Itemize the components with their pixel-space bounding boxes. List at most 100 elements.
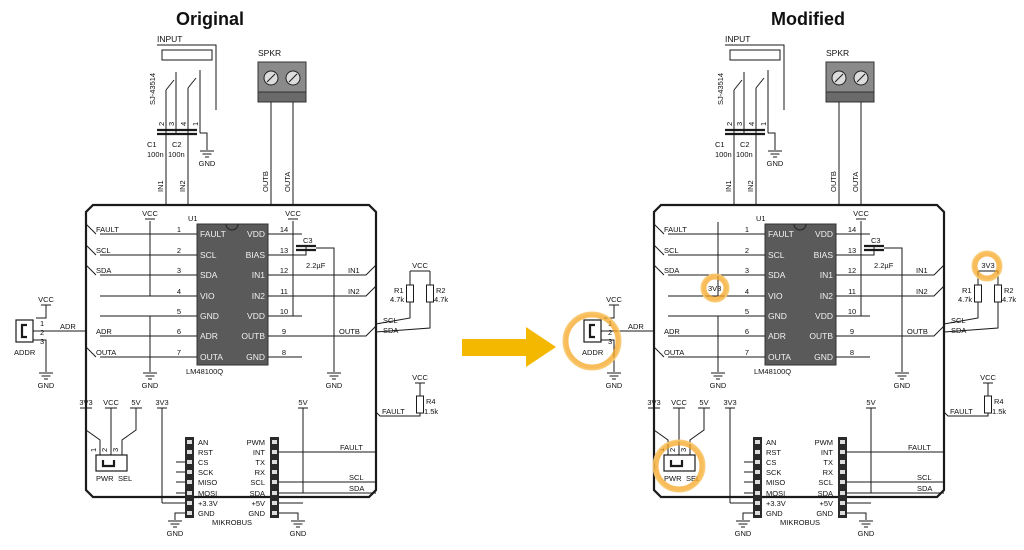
power-rail: 5V: [866, 398, 876, 409]
header-left-strip: [753, 437, 762, 518]
wire: [85, 346, 97, 358]
r1-value: 4.7k: [390, 295, 404, 304]
c2-ref: C2: [172, 140, 182, 149]
pin-number: 5: [177, 307, 181, 316]
wire: [834, 73, 844, 83]
highlight-halo: [652, 439, 706, 493]
ground-symbol: GND: [326, 372, 343, 390]
pin-number: 3: [745, 266, 749, 275]
input-label: INPUT: [725, 34, 751, 44]
header-pin: [272, 460, 277, 464]
gnd-label: GND: [767, 159, 784, 168]
pin-number: 13: [848, 246, 856, 255]
net-sda-pullup: SDA: [383, 326, 398, 335]
pin-name: IN2: [252, 291, 266, 301]
wire: [375, 302, 411, 325]
net-label-adr: ADR: [96, 327, 112, 336]
mikrobus-right-pin: PWM: [815, 438, 833, 447]
c3-value: 2.2µF: [874, 261, 894, 270]
board-outline: [84, 203, 378, 499]
chip-ref: U1: [756, 214, 766, 223]
rail-label: VCC: [38, 295, 54, 304]
wire: [292, 221, 302, 235]
pin-name: IN1: [252, 270, 266, 280]
wire: [653, 346, 665, 358]
mikrobus-left-pin: +3.3V: [198, 499, 218, 508]
pin-number: 3: [177, 266, 181, 275]
mikrobus-label: MIKROBUS: [780, 518, 820, 527]
pwr-label: PWR: [664, 474, 682, 483]
mikrobus-right-pin: RX: [255, 468, 265, 477]
transform-arrow: [462, 327, 556, 367]
mikrobus-left-pin: CS: [198, 458, 208, 467]
jumper-pin-number: 2: [668, 448, 677, 452]
pin-number: 1: [745, 225, 749, 234]
pwr-label: PWR: [96, 474, 114, 483]
mikrobus-left-pin: MOSI: [766, 489, 785, 498]
pin-number: 8: [282, 348, 286, 357]
header-pin: [187, 501, 192, 505]
pin-number: 6: [745, 327, 749, 336]
wire: [870, 264, 945, 276]
mikrobus-right-pin: GND: [248, 509, 265, 518]
c1-ref: C1: [147, 140, 157, 149]
input-pin-number: 4: [747, 122, 756, 126]
input-pin-number: 2: [725, 122, 734, 126]
pin-name: SCL: [768, 250, 785, 260]
wire: [870, 325, 945, 337]
pin-name: VDD: [815, 229, 833, 239]
highlight-halo: [971, 250, 1003, 282]
net-label-adr: ADR: [664, 327, 680, 336]
highlight-ring: [652, 439, 706, 493]
mikrobus-left-pin: RST: [198, 448, 213, 457]
net-scl-pullup: SCL: [383, 316, 398, 325]
net-outb-right: OUTB: [339, 327, 360, 336]
rail-label: 5V: [298, 398, 307, 407]
header-pin: [755, 470, 760, 474]
pin-number: 4: [177, 287, 181, 296]
pwr-rail-label: 3V3: [79, 398, 92, 407]
header-pin: [840, 450, 845, 454]
gnd-label: GND: [199, 159, 216, 168]
wire: [174, 512, 185, 520]
wire: [292, 234, 302, 317]
net-scl-mikrobus: SCL: [917, 473, 932, 482]
header-pin: [187, 440, 192, 444]
mikrobus-left-pin: +3.3V: [766, 499, 786, 508]
net-in2-right: IN2: [916, 287, 928, 296]
gnd-label: GND: [894, 381, 911, 390]
input-part-number: SJ-43514: [148, 73, 157, 105]
jumper-pin-number: 2: [100, 448, 109, 452]
mikrobus-left-pin: AN: [766, 438, 776, 447]
pin-number: 6: [177, 327, 181, 336]
chip-notch: [793, 223, 807, 231]
net-sda-pullup: SDA: [951, 326, 966, 335]
r2-value: 4.7k: [1002, 295, 1016, 304]
rail-label: VCC: [412, 373, 428, 382]
header-pin: [840, 501, 845, 505]
mikrobus-right-pin: GND: [816, 509, 833, 518]
wire: [85, 264, 97, 276]
pin-number: 14: [848, 225, 856, 234]
net-label-fault: FAULT: [96, 225, 119, 234]
modification-highlights: 3V3: [562, 210, 1003, 493]
mikrobus-left-pin: GND: [198, 509, 215, 518]
ground-symbol: GND: [199, 150, 216, 168]
pin-name: OUTB: [809, 331, 833, 341]
c3-ref: C3: [303, 236, 313, 245]
pin-number: 11: [280, 287, 288, 296]
wire: [375, 411, 421, 417]
power-rail: VCC: [606, 295, 622, 306]
wire: [157, 44, 217, 110]
input-pin-number: 4: [179, 122, 188, 126]
net-in2-label: IN2: [178, 180, 187, 192]
mikrobus-right-pin: SCL: [250, 478, 265, 487]
